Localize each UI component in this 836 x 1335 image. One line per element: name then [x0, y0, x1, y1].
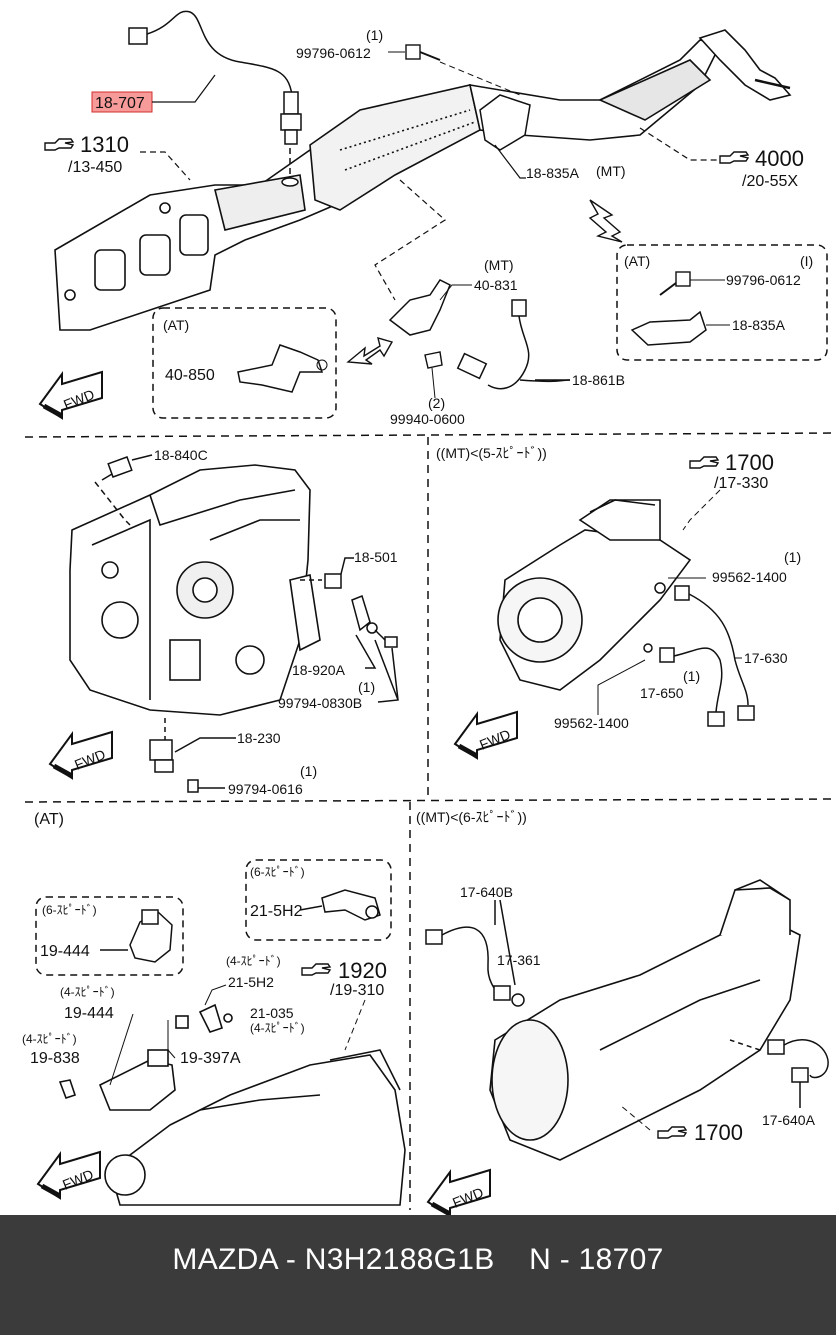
svg-text:40-850: 40-850: [165, 367, 215, 384]
parts-diagram: 18-707 1310 /13-450 (1) 99796-0612 18-83…: [22, 10, 836, 1215]
svg-text:17-630: 17-630: [744, 650, 788, 666]
engine-drawing: [69, 464, 321, 716]
svg-text:4000: 4000: [755, 146, 804, 171]
svg-text:/17-330: /17-330: [714, 475, 768, 492]
svg-text:(4-ｽﾋﾟｰﾄﾞ): (4-ｽﾋﾟｰﾄﾞ): [60, 985, 115, 999]
mt6-section: ((MT)<(6-ｽﾋﾟｰﾄﾞ)) 17-640B 17-361 1700: [416, 809, 829, 1215]
svg-text:((MT)<(5-ｽﾋﾟｰﾄﾞ)): ((MT)<(5-ｽﾋﾟｰﾄﾞ)): [436, 445, 547, 461]
svg-text:99562-1400: 99562-1400: [712, 569, 787, 585]
engine-section: 18-840C 18-501 18-920A (1) 99794-0830B: [50, 447, 399, 797]
at-transmission-drawing: [58, 1003, 406, 1206]
svg-text:(AT): (AT): [163, 317, 189, 333]
svg-text:(I): (I): [800, 253, 813, 269]
svg-text:17-361: 17-361: [497, 952, 541, 968]
svg-text:(6-ｽﾋﾟｰﾄﾞ): (6-ｽﾋﾟｰﾄﾞ): [250, 865, 305, 879]
svg-text:/20-55X: /20-55X: [742, 173, 798, 190]
svg-text:(MT): (MT): [596, 163, 626, 179]
svg-text:((MT)<(6-ｽﾋﾟｰﾄﾞ)): ((MT)<(6-ｽﾋﾟｰﾄﾞ)): [416, 809, 527, 825]
svg-text:(4-ｽﾋﾟｰﾄﾞ): (4-ｽﾋﾟｰﾄﾞ): [226, 954, 281, 968]
svg-text:1700: 1700: [725, 450, 774, 475]
swap-arrow-right: [588, 199, 623, 243]
svg-text:19-444: 19-444: [40, 943, 90, 960]
svg-text:(AT): (AT): [624, 253, 650, 269]
switch-17-630: [643, 582, 755, 727]
svg-text:(1): (1): [683, 668, 700, 684]
mt5-transmission-drawing: [497, 499, 692, 691]
svg-text:1920: 1920: [338, 958, 387, 983]
fwd-arrow-middle-right: FWD: [455, 712, 517, 758]
svg-text:21-5H2: 21-5H2: [228, 974, 274, 990]
svg-text:(1): (1): [358, 679, 375, 695]
svg-text:17-650: 17-650: [640, 685, 684, 701]
svg-text:17-640B: 17-640B: [460, 884, 513, 900]
bracket-18-835A-mt: 18-835A (MT): [479, 94, 626, 181]
svg-text:18-835A: 18-835A: [732, 317, 786, 333]
ref-1310: 1310 /13-450: [44, 132, 191, 181]
svg-text:99940-0600: 99940-0600: [390, 411, 465, 427]
svg-text:19-397A: 19-397A: [180, 1050, 241, 1067]
at-box-right: (AT) (I) 99796-0612 18-835A: [616, 244, 828, 361]
nut-99940-0600: (2) 99940-0600: [390, 351, 465, 427]
sensor-18-920A: [351, 595, 399, 703]
svg-text:99562-1400: 99562-1400: [554, 715, 629, 731]
svg-text:18-230: 18-230: [237, 730, 281, 746]
svg-text:(1): (1): [784, 549, 801, 565]
svg-text:18-840C: 18-840C: [154, 447, 208, 463]
ref-1310-number: 1310: [80, 132, 129, 157]
svg-text:(1): (1): [366, 27, 383, 43]
sensor-18-501: [300, 557, 354, 589]
mt5-section: ((MT)<(5-ｽﾋﾟｰﾄﾞ)) 1700 /17-330 (1) 99562: [436, 445, 801, 758]
part-number-text: MAZDA - N3H2188G1B N - 18707: [172, 1243, 664, 1276]
ref-1310-sub: /13-450: [68, 159, 122, 176]
oxygen-sensor-drawing: [128, 10, 302, 187]
ref-4000: 4000 /20-55X: [639, 127, 804, 190]
svg-text:40-831: 40-831: [474, 277, 518, 293]
svg-text:18-861B: 18-861B: [572, 372, 625, 388]
ref-1700-mt5: 1700 /17-330: [682, 450, 774, 531]
sensor-18-840C: [94, 454, 153, 526]
catalytic-converter-drawing: [309, 29, 792, 211]
fwd-arrow-top: FWD: [40, 372, 102, 418]
sensor-18-230: [149, 718, 236, 793]
bolt-99796-0612-top: (1) 99796-0612: [296, 27, 521, 96]
svg-text:(1): (1): [300, 763, 317, 779]
svg-text:/19-310: /19-310: [330, 982, 384, 999]
svg-text:18-501: 18-501: [354, 549, 398, 565]
svg-text:99794-0830B: 99794-0830B: [278, 695, 362, 711]
svg-text:18-920A: 18-920A: [292, 662, 346, 678]
svg-text:(6-ｽﾋﾟｰﾄﾞ): (6-ｽﾋﾟｰﾄﾞ): [42, 903, 97, 917]
svg-text:1700: 1700: [694, 1120, 743, 1145]
at-section: (AT) (6-ｽﾋﾟｰﾄﾞ) 19-444 (6-ｽﾋﾟｰﾄﾞ) 21-5H2…: [22, 811, 406, 1206]
svg-text:99794-0616: 99794-0616: [228, 781, 303, 797]
highlight-part-label: 18-707: [95, 95, 145, 112]
bracket-40-831-mt: (MT) 40-831: [388, 257, 518, 336]
svg-text:(MT): (MT): [484, 257, 514, 273]
svg-text:(4-ｽﾋﾟｰﾄﾞ): (4-ｽﾋﾟｰﾄﾞ): [22, 1032, 77, 1046]
svg-text:21-035: 21-035: [250, 1005, 294, 1021]
highlight-tag-18-707[interactable]: 18-707: [91, 74, 216, 113]
exhaust-section: 18-707 1310 /13-450 (1) 99796-0612 18-83…: [40, 10, 828, 427]
fwd-arrow-middle-left: FWD: [50, 732, 112, 778]
svg-text:(AT): (AT): [34, 811, 64, 828]
fwd-arrow-bottom-right: FWD: [428, 1170, 490, 1215]
svg-text:18-835A: 18-835A: [526, 165, 580, 181]
svg-text:19-838: 19-838: [30, 1050, 80, 1067]
svg-text:21-5H2: 21-5H2: [250, 903, 303, 920]
section-dividers: [24, 432, 836, 1210]
sensor-18-861B: [456, 299, 571, 390]
svg-text:99796-0612: 99796-0612: [296, 45, 371, 61]
svg-text:19-444: 19-444: [64, 1005, 114, 1022]
svg-text:(4-ｽﾋﾟｰﾄﾞ): (4-ｽﾋﾟｰﾄﾞ): [250, 1021, 305, 1035]
swap-arrow-left: [346, 336, 394, 365]
svg-text:99796-0612: 99796-0612: [726, 272, 801, 288]
svg-text:(2): (2): [428, 395, 445, 411]
svg-text:17-640A: 17-640A: [762, 1112, 816, 1128]
at-box-left: (AT) 40-850: [152, 307, 337, 419]
part-number-banner: MAZDA - N3H2188G1B N - 18707: [0, 1215, 836, 1335]
exhaust-manifold-drawing: [54, 149, 336, 331]
fwd-arrow-bottom-left: FWD: [38, 1152, 100, 1198]
mt6-transmission-drawing: [489, 879, 801, 1161]
